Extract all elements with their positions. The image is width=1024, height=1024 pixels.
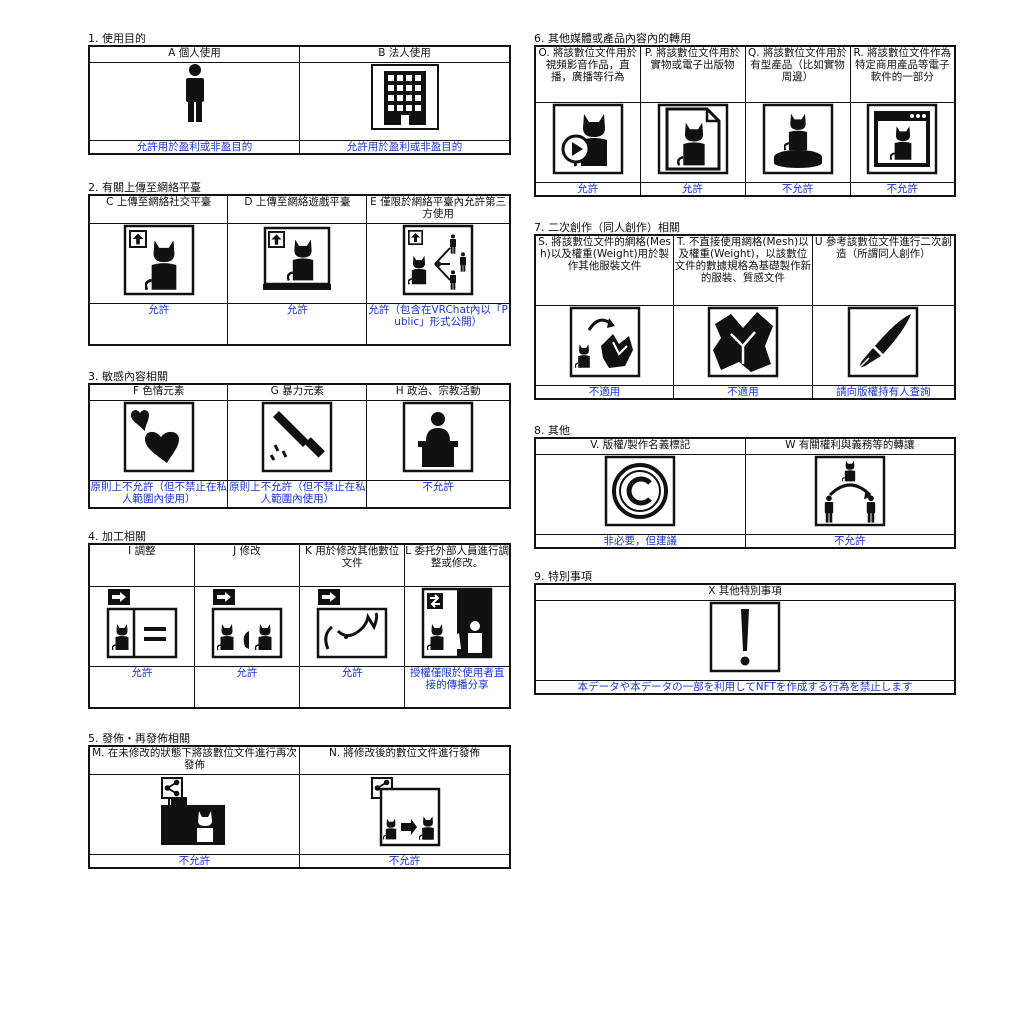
result-r: 不允許 xyxy=(849,181,956,197)
header-i: I 調整 xyxy=(88,543,195,587)
section-title: 8. 其他 xyxy=(534,424,570,437)
speaker-podium-icon xyxy=(402,401,474,472)
building-icon xyxy=(370,63,439,130)
result-g: 原則上不允許（但不禁止在私人範圍內使用） xyxy=(227,479,368,509)
result-l: 授權僅限於使用者直接的傳播分享 xyxy=(404,665,511,709)
result-b: 允許用於盈利或非盈目的 xyxy=(299,139,511,155)
usage-table: A 個人使用 B 法人使用 允許用於盈利 xyxy=(88,45,511,155)
result-w: 不允許 xyxy=(744,533,956,549)
header-a: A 個人使用 xyxy=(88,45,300,63)
software-window-icon xyxy=(867,103,938,174)
video-cat-icon xyxy=(552,103,623,174)
share-people-icon xyxy=(402,224,474,295)
result-x: 本データや本データの一部を利用してNFTを作成する行為を禁止します xyxy=(534,679,956,695)
header-m: M. 在未修改的狀態下將該數位文件進行再次發佈 xyxy=(88,745,300,775)
person-icon xyxy=(185,63,204,122)
header-w: W 有關權利與義務等的轉讓 xyxy=(744,437,956,455)
header-p: P. 將該數位文件用於實物或電子出版物 xyxy=(639,45,746,103)
header-r: R. 將該數位文件作為特定商用產品等電子軟件的一部分 xyxy=(849,45,956,103)
result-i: 允許 xyxy=(88,665,195,709)
section-usage-purpose: 1. 使用目的 A 個人使用 B 法人使用 xyxy=(88,32,511,155)
header-f: F 色情元素 xyxy=(88,383,229,401)
section-title: 2. 有關上傳至網絡平臺 xyxy=(88,181,201,194)
document-cat-icon xyxy=(657,103,728,174)
section-other: 8. 其他 V. 版權/製作名義標記 W 有關權利與義務等的轉讓 xyxy=(534,424,956,549)
header-c: C 上傳至網絡社交平臺 xyxy=(88,194,229,224)
derivative-table: S. 將該數位文件的網格(Mesh)以及權重(Weight)用於製作其他服裝文件… xyxy=(534,234,956,400)
header-o: O. 將該數位文件用於視頻影音作品，直播，廣播等行為 xyxy=(534,45,641,103)
header-g: G 暴力元素 xyxy=(227,383,368,401)
media-table: O. 將該數位文件用於視頻影音作品，直播，廣播等行為 P. 將該數位文件用於實物… xyxy=(534,45,956,197)
other-table: V. 版權/製作名義標記 W 有關權利與義務等的轉讓 xyxy=(534,437,956,549)
section-title: 3. 敏感內容相關 xyxy=(88,370,168,383)
header-b: B 法人使用 xyxy=(299,45,511,63)
share-modified-icon xyxy=(370,776,440,846)
section-title: 7. 二次創作（同人創作）相關 xyxy=(534,221,680,234)
section-title: 9. 特別事項 xyxy=(534,570,592,583)
modify-icon xyxy=(211,588,283,658)
adjust-equal-icon xyxy=(106,588,178,658)
section-processing: 4. 加工相關 I 調整 J 修改 K 用於修改其他數位文件 L 委托外部人員進… xyxy=(88,530,511,709)
header-q: Q. 將該數位文件用於有型產品（比如實物周邊） xyxy=(744,45,851,103)
processing-table: I 調整 J 修改 K 用於修改其他數位文件 L 委托外部人員進行調整或修改。 xyxy=(88,543,511,709)
result-n: 不允許 xyxy=(299,853,511,869)
header-u: U 參考該數位文件進行二次創造（所謂同人創作） xyxy=(811,234,956,306)
hearts-icon xyxy=(123,401,194,472)
header-s: S. 將該數位文件的網格(Mesh)以及權重(Weight)用於製作其他服裝文件 xyxy=(534,234,675,306)
upload-cat-icon xyxy=(123,224,194,295)
section-title: 4. 加工相關 xyxy=(88,530,146,543)
result-a: 允許用於盈利或非盈目的 xyxy=(88,139,300,155)
outsource-icon xyxy=(421,587,493,658)
distribution-table: M. 在未修改的狀態下將該數位文件進行再次發佈 N. 將修改後的數位文件進行發佈 xyxy=(88,745,511,869)
pen-nib-icon xyxy=(848,306,919,377)
header-h: H 政治、宗教活動 xyxy=(366,383,511,401)
exclamation-icon xyxy=(709,601,781,672)
result-t: 不適用 xyxy=(673,384,813,400)
section-title: 1. 使用目的 xyxy=(88,32,146,45)
header-x: X 其他特別事項 xyxy=(534,583,956,601)
result-q: 不允許 xyxy=(744,181,851,197)
result-k: 允許 xyxy=(298,665,406,709)
result-f: 原則上不允許（但不禁止在私人範圍內使用） xyxy=(88,479,229,509)
section-media-usage: 6. 其他媒體或產品內容內的轉用 O. 將該數位文件用於視頻影音作品，直播，廣播… xyxy=(534,32,956,197)
section-title: 5. 發佈・再發佈相關 xyxy=(88,732,190,745)
result-o: 允許 xyxy=(534,181,641,197)
cat-cloth-icon xyxy=(569,306,640,377)
header-d: D 上傳至網絡遊戲平臺 xyxy=(227,194,368,224)
header-v: V. 版權/製作名義標記 xyxy=(534,437,746,455)
upload-table: C 上傳至網絡社交平臺 D 上傳至網絡遊戲平臺 E 僅限於網絡平臺內允許第三方使… xyxy=(88,194,511,346)
result-s: 不適用 xyxy=(534,384,675,400)
result-u: 請向版權持有人查詢 xyxy=(811,384,956,400)
copyright-icon xyxy=(605,455,676,526)
section-distribution: 5. 發佈・再發佈相關 M. 在未修改的狀態下將該數位文件進行再次發佈 N. 將… xyxy=(88,732,511,869)
header-e: E 僅限於網絡平臺內允許第三方使用 xyxy=(366,194,511,224)
sensitive-table: F 色情元素 G 暴力元素 H 政治、宗教活動 xyxy=(88,383,511,509)
header-j: J 修改 xyxy=(193,543,301,587)
section-special: 9. 特別事項 X 其他特別事項 本データや本データの一部を利用してNFTを作成… xyxy=(534,570,956,695)
result-v: 非必要，但建議 xyxy=(534,533,746,549)
header-l: L 委托外部人員進行調整或修改。 xyxy=(404,543,511,587)
result-d: 允許 xyxy=(227,302,368,346)
header-k: K 用於修改其他數位文件 xyxy=(298,543,406,587)
figure-cat-icon xyxy=(762,103,833,174)
section-upload: 2. 有關上傳至網絡平臺 C 上傳至網絡社交平臺 D 上傳至網絡遊戲平臺 E 僅… xyxy=(88,181,511,346)
special-table: X 其他特別事項 本データや本データの一部を利用してNFTを作成する行為を禁止し… xyxy=(534,583,956,695)
section-sensitive: 3. 敏感內容相關 F 色情元素 G 暴力元素 H 政治、宗教活動 xyxy=(88,370,511,509)
section-derivative: 7. 二次創作（同人創作）相關 S. 將該數位文件的網格(Mesh)以及權重(W… xyxy=(534,221,956,400)
knife-icon xyxy=(262,401,333,472)
section-title: 6. 其他媒體或產品內容內的轉用 xyxy=(534,32,691,45)
result-c: 允許 xyxy=(88,302,229,346)
result-h: 不允許 xyxy=(366,479,511,509)
share-folder-icon xyxy=(160,776,225,845)
morph-icon xyxy=(316,588,388,658)
result-p: 允許 xyxy=(639,181,746,197)
cloth-icon xyxy=(707,306,779,377)
header-n: N. 將修改後的數位文件進行發佈 xyxy=(299,745,511,775)
result-e: 允許（包含在VRChat內以「Public」形式公開） xyxy=(366,302,511,346)
result-j: 允許 xyxy=(193,665,301,709)
upload-monitor-cat-icon xyxy=(263,226,332,290)
result-m: 不允許 xyxy=(88,853,300,869)
transfer-people-icon xyxy=(814,455,885,526)
header-t: T. 不直接使用網格(Mesh)以及權重(Weight)，以該數位文件的數據規格… xyxy=(673,234,813,306)
